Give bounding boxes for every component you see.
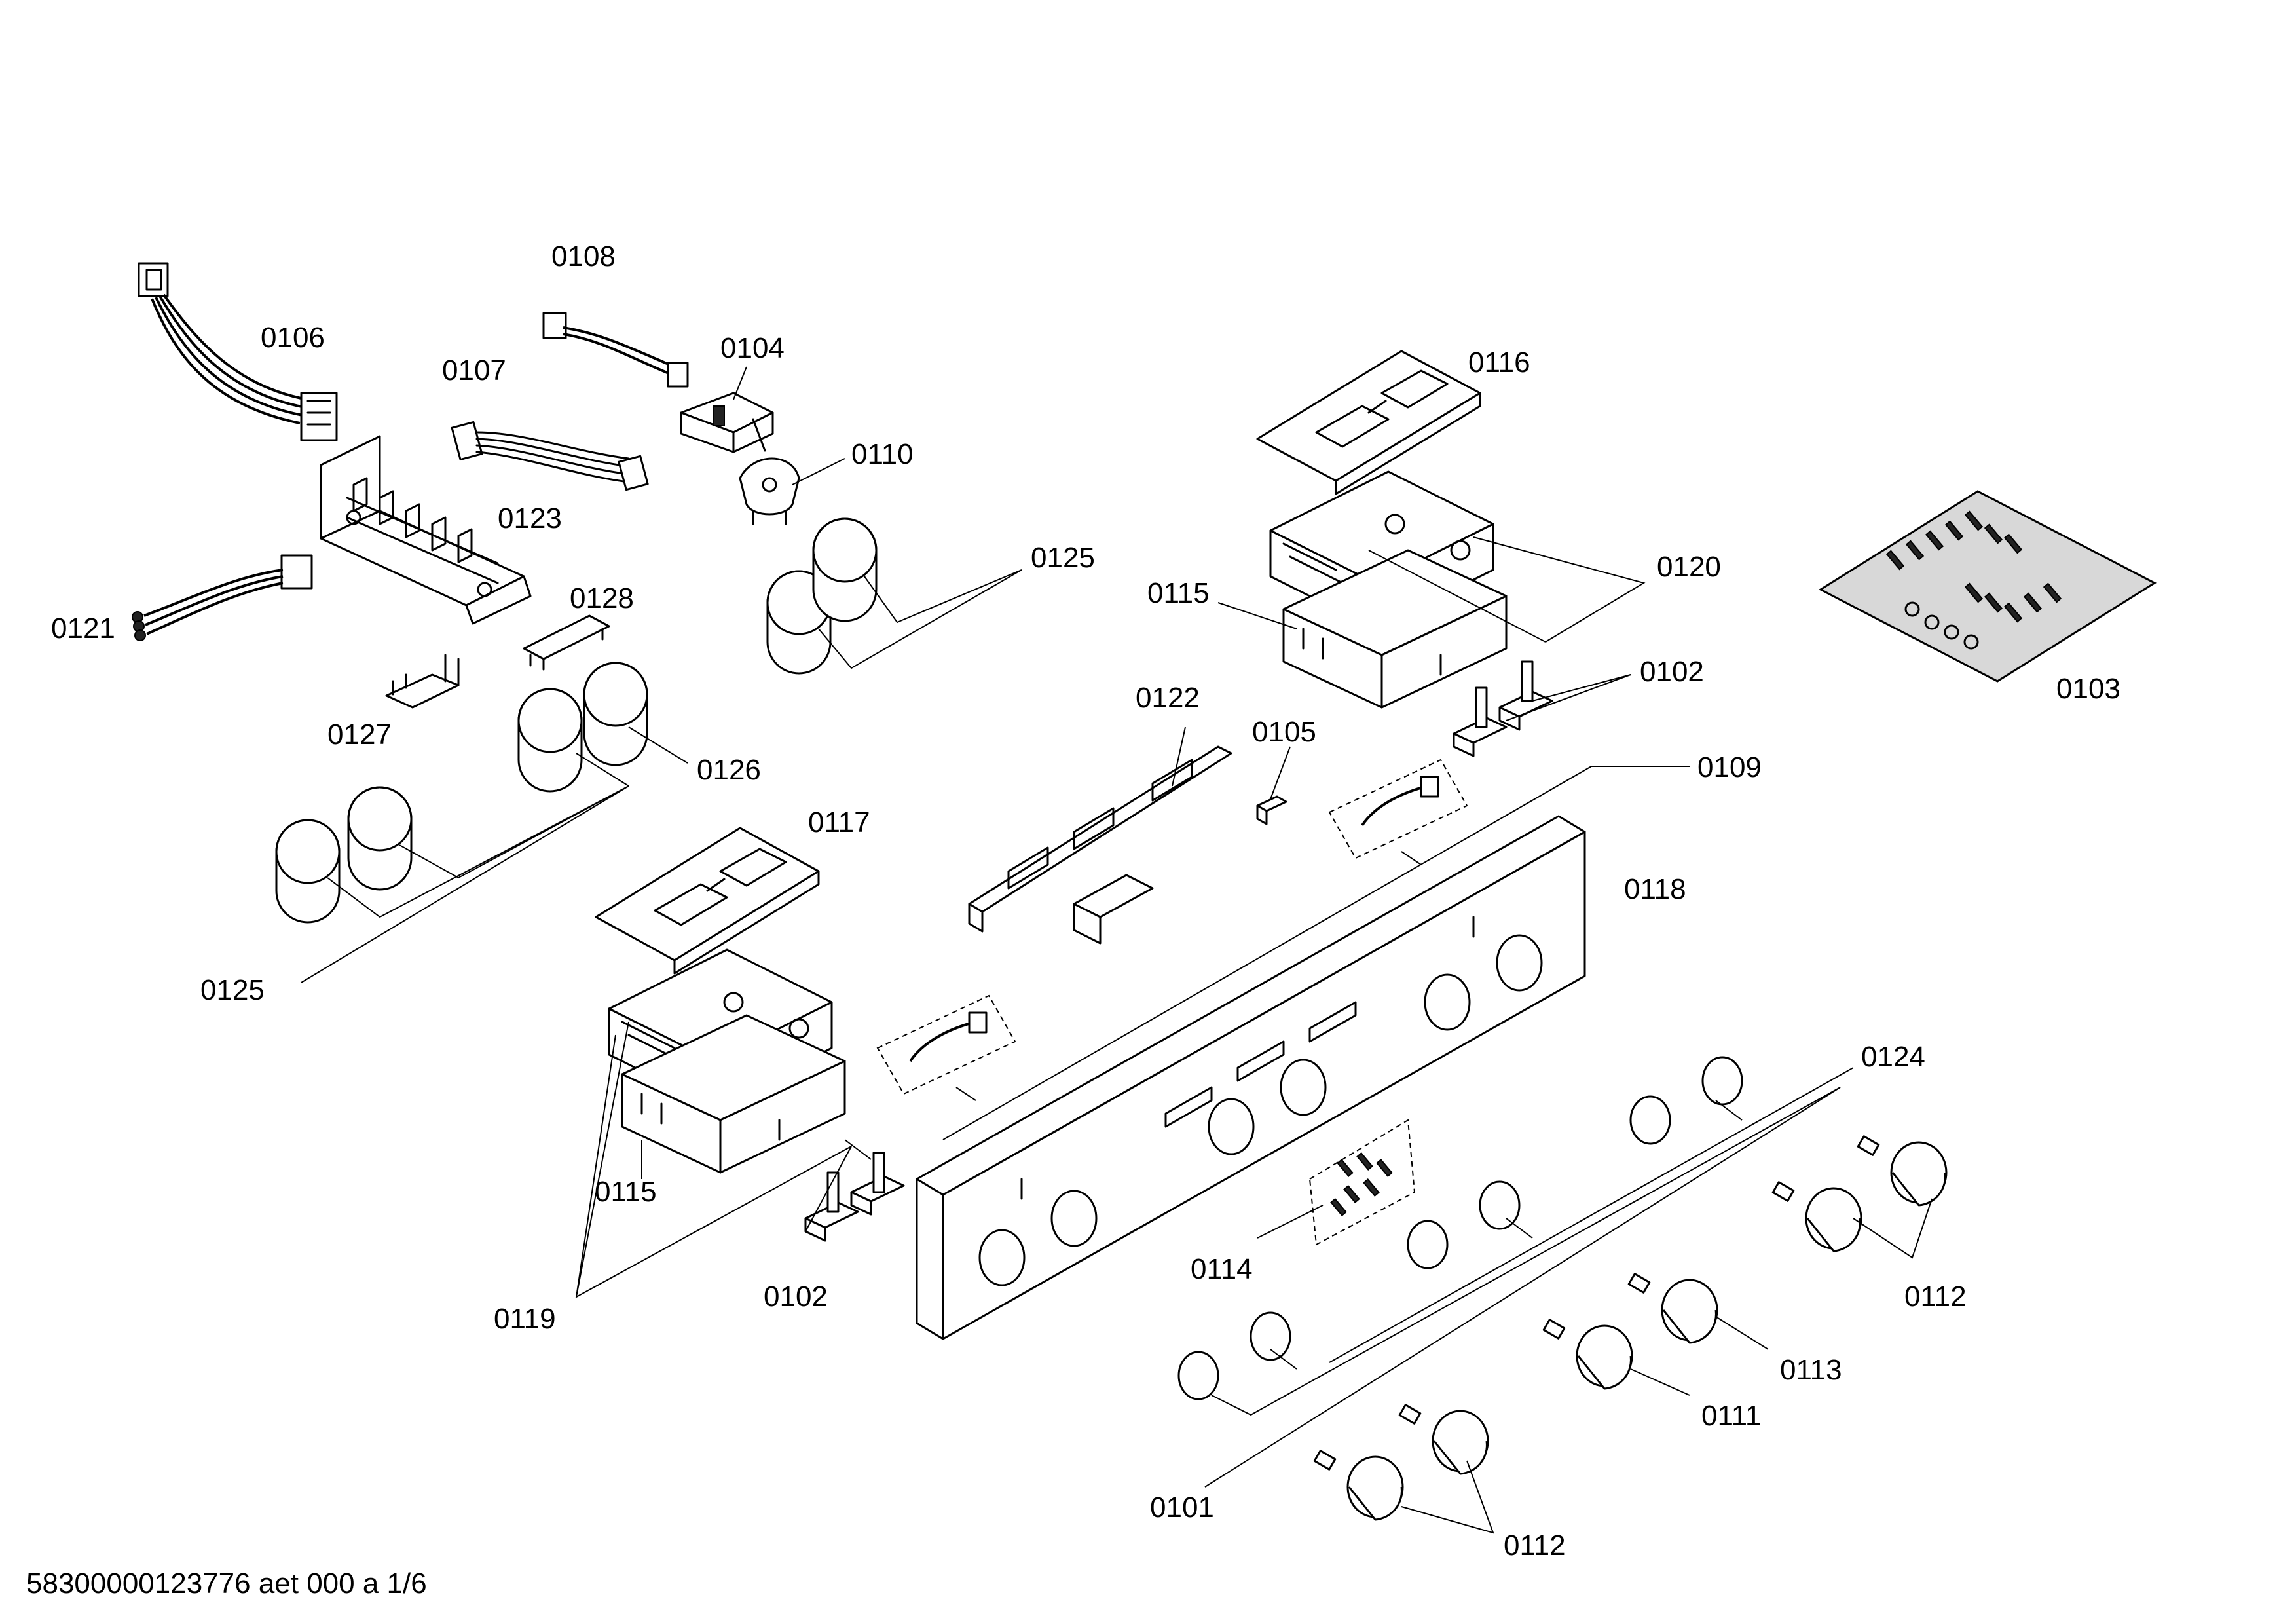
part-0102-sliders-upper xyxy=(1453,660,1553,757)
label-0119: 0119 xyxy=(494,1303,556,1335)
label-0104: 0104 xyxy=(720,332,785,364)
part-0116-module-cover xyxy=(1256,350,1481,495)
label-0127: 0127 xyxy=(327,719,392,751)
part-0106-wire-harness xyxy=(138,262,338,441)
label-0121: 0121 xyxy=(51,612,115,645)
label-0112-right: 0112 xyxy=(1904,1281,1967,1313)
label-0125-lower: 0125 xyxy=(200,974,265,1006)
part-0115-housing-upper xyxy=(1282,549,1508,709)
part-0123-terminal-block xyxy=(320,435,532,625)
label-0114: 0114 xyxy=(1191,1253,1253,1285)
label-0101: 0101 xyxy=(1150,1492,1214,1524)
label-0126: 0126 xyxy=(697,754,761,786)
leader-lines xyxy=(301,366,1933,1534)
part-0125-sleeves-lower xyxy=(275,786,413,924)
label-0105: 0105 xyxy=(1252,716,1316,748)
part-0104-switch xyxy=(680,392,774,453)
part-0115-housing-lower xyxy=(621,1014,846,1174)
part-0109-wire-upper xyxy=(1328,759,1468,859)
part-0103-screw-bag xyxy=(1818,490,2157,683)
label-0117: 0117 xyxy=(808,806,870,838)
part-0114-screws xyxy=(1308,1119,1416,1246)
part-0118-control-panel xyxy=(916,815,1586,1340)
label-0115-lower: 0115 xyxy=(595,1176,657,1208)
part-0126-sleeves xyxy=(517,662,648,793)
part-0108-wire xyxy=(542,312,689,388)
label-0112-bottom: 0112 xyxy=(1504,1530,1566,1562)
label-0113: 0113 xyxy=(1780,1354,1842,1386)
document-code: 58300000123776 aet 000 a 1/6 xyxy=(26,1567,427,1600)
part-knobs xyxy=(1313,1135,1948,1521)
part-0127-bracket xyxy=(385,654,460,709)
knob-5 xyxy=(1771,1181,1862,1252)
knob-6 xyxy=(1857,1135,1948,1207)
part-0107-ribbon-cable xyxy=(451,421,649,491)
label-0116: 0116 xyxy=(1468,347,1530,379)
part-rings xyxy=(1177,1056,1743,1400)
label-0102-lower: 0102 xyxy=(764,1281,828,1313)
part-0125-sleeves-upper xyxy=(766,517,878,675)
knob-4 xyxy=(1627,1273,1718,1344)
part-0122-bracket-rail xyxy=(968,745,1232,945)
part-0121-wire-harness xyxy=(132,554,313,641)
part-0110-bracket xyxy=(739,457,800,525)
label-0108: 0108 xyxy=(551,240,616,272)
knob-3 xyxy=(1542,1319,1633,1390)
label-0106: 0106 xyxy=(261,322,325,354)
part-0128-clip xyxy=(523,614,610,671)
part-0105-clip xyxy=(1256,795,1287,825)
label-0123: 0123 xyxy=(498,502,562,535)
label-0110: 0110 xyxy=(851,438,914,470)
knob-2 xyxy=(1398,1404,1489,1475)
part-labels: 0106 0108 0104 0107 0110 0123 0125 0121 … xyxy=(51,240,2120,1562)
part-0109-wire-lower xyxy=(876,994,1016,1095)
label-0111: 0111 xyxy=(1701,1400,1761,1432)
label-0109: 0109 xyxy=(1697,751,1762,783)
knob-1 xyxy=(1313,1450,1404,1521)
label-0103: 0103 xyxy=(2056,673,2120,705)
label-0122: 0122 xyxy=(1136,682,1200,714)
label-0107: 0107 xyxy=(442,354,506,386)
label-0120: 0120 xyxy=(1657,551,1721,583)
label-0128: 0128 xyxy=(570,582,634,614)
part-0117-module-cover xyxy=(595,827,820,975)
label-0102-upper: 0102 xyxy=(1640,656,1704,688)
label-0118: 0118 xyxy=(1624,873,1686,905)
label-0115-upper: 0115 xyxy=(1147,577,1210,609)
part-0102-sliders-lower xyxy=(804,1152,905,1242)
label-0125-upper: 0125 xyxy=(1031,542,1095,574)
label-0124: 0124 xyxy=(1861,1041,1925,1073)
